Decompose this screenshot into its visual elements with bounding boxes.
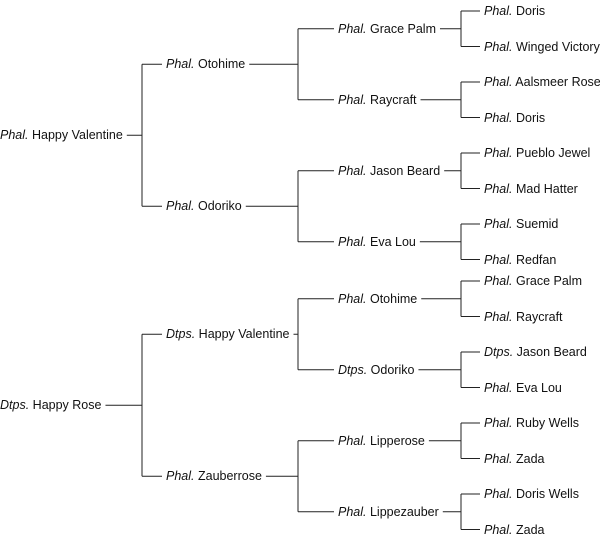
node-gen-3: Dtps. Jason Beard: [484, 345, 587, 359]
genus-abbrev: Phal.: [338, 234, 367, 249]
genus-abbrev: Dtps.: [484, 345, 514, 359]
genus-abbrev: Phal.: [484, 522, 513, 537]
node-gen-3: Phal. Mad Hatter: [484, 182, 578, 196]
node-gen-2: Dtps. Odoriko: [338, 363, 414, 377]
plant-name: Happy Valentine: [198, 327, 290, 342]
plant-name: Eva Lou: [515, 380, 562, 395]
genus-abbrev: Phal.: [484, 451, 513, 466]
plant-name: Winged Victory: [515, 39, 600, 54]
plant-name: Lippezauber: [369, 504, 439, 519]
genus-abbrev: Dtps.: [338, 362, 368, 377]
genus-abbrev: Phal.: [484, 75, 513, 89]
plant-name: Mad Hatter: [515, 181, 578, 196]
node-gen-2: Phal. Grace Palm: [338, 22, 436, 36]
plant-name: Doris: [515, 110, 546, 125]
plant-name: Otohime: [369, 291, 418, 306]
genus-abbrev: Phal.: [484, 416, 513, 430]
plant-name: Grace Palm: [515, 274, 582, 288]
node-gen-2: Phal. Raycraft: [338, 93, 417, 107]
plant-name: Grace Palm: [369, 21, 436, 36]
node-gen-3: Phal. Raycraft: [484, 310, 563, 324]
genus-abbrev: Phal.: [484, 309, 513, 324]
genus-abbrev: Phal.: [484, 146, 513, 160]
genus-abbrev: Dtps.: [166, 327, 196, 342]
genus-abbrev: Phal.: [338, 291, 367, 306]
genus-abbrev: Phal.: [338, 163, 367, 178]
node-gen-1: Dtps. Happy Valentine: [166, 327, 289, 341]
plant-name: Raycraft: [369, 92, 417, 107]
node-gen-3: Phal. Winged Victory: [484, 40, 600, 54]
node-gen-3: Phal. Doris: [484, 111, 545, 125]
plant-name: Odoriko: [370, 362, 415, 377]
node-gen-0: Phal. Happy Valentine: [0, 128, 123, 142]
genus-abbrev: Phal.: [166, 57, 195, 72]
plant-name: Raycraft: [515, 309, 563, 324]
node-gen-3: Phal. Doris Wells: [484, 487, 579, 501]
genus-abbrev: Phal.: [484, 181, 513, 196]
genus-abbrev: Phal.: [338, 21, 367, 36]
node-gen-1: Phal. Odoriko: [166, 199, 242, 213]
plant-name: Redfan: [515, 252, 557, 267]
node-gen-2: Phal. Otohime: [338, 292, 417, 306]
plant-name: Eva Lou: [369, 234, 416, 249]
genus-abbrev: Phal.: [338, 433, 367, 448]
plant-name: Happy Rose: [32, 398, 102, 413]
plant-name: Jason Beard: [516, 345, 587, 359]
node-gen-3: Phal. Ruby Wells: [484, 416, 579, 430]
plant-name: Odoriko: [197, 199, 242, 214]
node-gen-3: Phal. Zada: [484, 452, 544, 466]
node-gen-3: Phal. Redfan: [484, 253, 556, 267]
plant-name: Zauberrose: [197, 469, 262, 484]
genus-abbrev: Phal.: [0, 128, 29, 143]
node-gen-1: Phal. Otohime: [166, 57, 245, 71]
genus-abbrev: Phal.: [166, 199, 195, 214]
genus-abbrev: Phal.: [484, 110, 513, 125]
node-gen-2: Phal. Jason Beard: [338, 164, 440, 178]
node-gen-3: Phal. Aalsmeer Rose: [484, 75, 600, 89]
plant-name: Otohime: [197, 57, 246, 72]
node-gen-3: Phal. Zada: [484, 523, 544, 537]
genus-abbrev: Phal.: [484, 380, 513, 395]
plant-name: Ruby Wells: [515, 416, 579, 430]
plant-name: Doris Wells: [515, 487, 579, 501]
genus-abbrev: Phal.: [484, 487, 513, 501]
node-gen-2: Phal. Lippezauber: [338, 505, 439, 519]
plant-name: Zada: [515, 522, 545, 537]
node-gen-3: Phal. Grace Palm: [484, 274, 582, 288]
plant-name: Aalsmeer Rose: [515, 75, 600, 89]
plant-name: Pueblo Jewel: [515, 146, 591, 160]
plant-name: Happy Valentine: [31, 128, 123, 143]
genus-abbrev: Phal.: [484, 39, 513, 54]
genus-abbrev: Phal.: [484, 217, 513, 231]
plant-name: Lipperose: [369, 433, 425, 448]
plant-name: Zada: [515, 451, 545, 466]
node-gen-2: Phal. Eva Lou: [338, 235, 416, 249]
node-gen-0: Dtps. Happy Rose: [0, 398, 101, 412]
genus-abbrev: Phal.: [484, 4, 513, 18]
node-gen-2: Phal. Lipperose: [338, 434, 425, 448]
node-gen-3: Phal. Suemid: [484, 217, 558, 231]
genus-abbrev: Phal.: [484, 252, 513, 267]
node-gen-1: Phal. Zauberrose: [166, 469, 262, 483]
genus-abbrev: Dtps.: [0, 398, 30, 413]
genus-abbrev: Phal.: [484, 274, 513, 288]
plant-name: Doris: [515, 4, 546, 18]
genus-abbrev: Phal.: [166, 469, 195, 484]
genus-abbrev: Phal.: [338, 504, 367, 519]
plant-name: Jason Beard: [369, 163, 441, 178]
node-gen-3: Phal. Pueblo Jewel: [484, 146, 590, 160]
node-gen-3: Phal. Eva Lou: [484, 381, 562, 395]
plant-name: Suemid: [515, 217, 559, 231]
genus-abbrev: Phal.: [338, 92, 367, 107]
node-gen-3: Phal. Doris: [484, 4, 545, 18]
